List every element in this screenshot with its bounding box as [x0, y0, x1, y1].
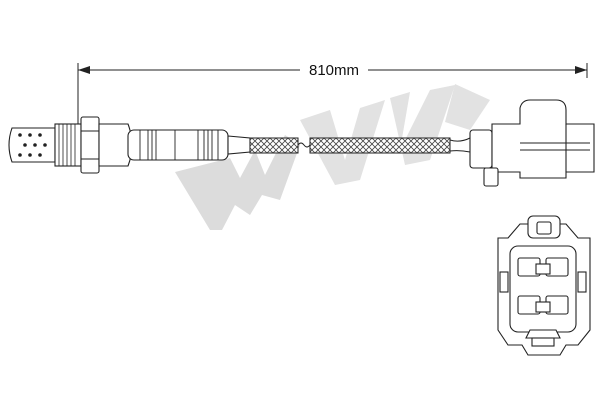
arrow-right-icon [575, 66, 587, 74]
oxygen-sensor-icon [8, 116, 251, 174]
braided-cable [249, 137, 471, 154]
length-label: 810mm [309, 62, 359, 79]
connector-side-icon [469, 99, 595, 187]
connector-face-icon [497, 215, 591, 356]
walker-watermark-logo [175, 84, 490, 230]
arrow-left-icon [78, 66, 90, 74]
length-dimension: 810mm [77, 62, 588, 130]
